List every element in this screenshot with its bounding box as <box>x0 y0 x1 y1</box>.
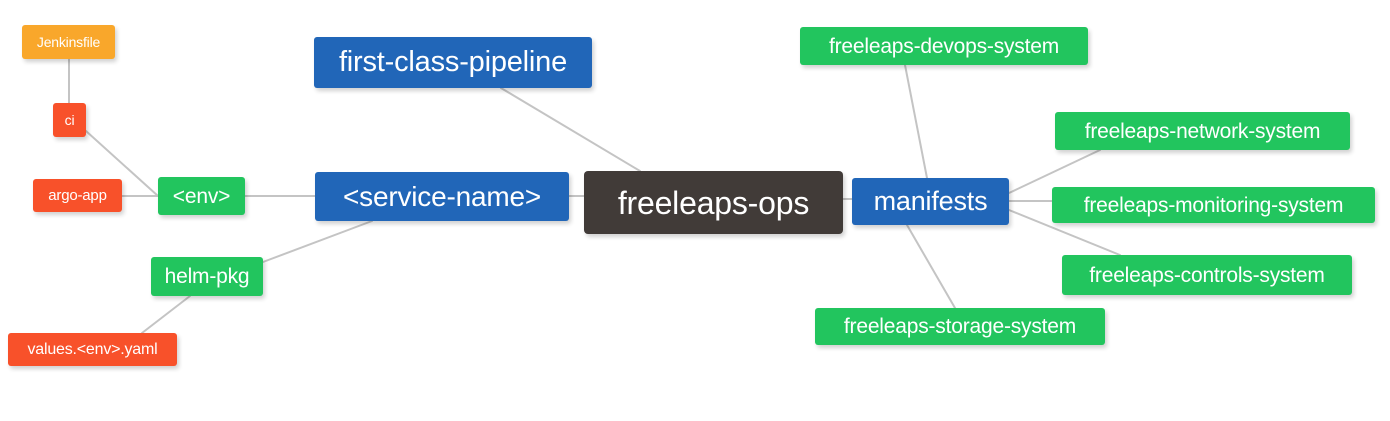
node-freeleaps-storage-system[interactable]: freeleaps-storage-system <box>815 308 1105 345</box>
node-label: freeleaps-network-system <box>1084 119 1321 143</box>
edge-manifests-storage <box>906 224 956 309</box>
node-first-class-pipeline[interactable]: first-class-pipeline <box>314 37 592 88</box>
node-service-name[interactable]: <service-name> <box>315 172 569 221</box>
node-helm-pkg[interactable]: helm-pkg <box>151 257 263 296</box>
node-manifests[interactable]: manifests <box>852 178 1009 225</box>
node-ci[interactable]: ci <box>53 103 86 137</box>
node-label: freeleaps-storage-system <box>843 315 1077 338</box>
node-label: <env> <box>172 184 231 208</box>
node-freeleaps-devops-system[interactable]: freeleaps-devops-system <box>800 27 1088 65</box>
node-env[interactable]: <env> <box>158 177 245 215</box>
node-label: freeleaps-controls-system <box>1089 263 1325 287</box>
node-freeleaps-ops[interactable]: freeleaps-ops <box>584 171 843 234</box>
node-label: Jenkinsfile <box>36 34 101 50</box>
edge-valuesyaml-helmpkg <box>141 295 191 334</box>
node-label: first-class-pipeline <box>338 46 568 78</box>
node-label: freeleaps-devops-system <box>829 34 1059 58</box>
node-label: values.<env>.yaml <box>27 340 158 358</box>
node-label: argo-app <box>48 187 107 204</box>
node-freeleaps-monitoring-system[interactable]: freeleaps-monitoring-system <box>1052 187 1375 223</box>
edge-helmpkg-servicename <box>262 220 373 263</box>
node-freeleaps-controls-system[interactable]: freeleaps-controls-system <box>1062 255 1352 295</box>
node-label: freeleaps-monitoring-system <box>1083 193 1344 217</box>
node-argo-app[interactable]: argo-app <box>33 179 122 212</box>
node-values-yaml[interactable]: values.<env>.yaml <box>8 333 177 366</box>
node-jenkinsfile[interactable]: Jenkinsfile <box>22 25 115 59</box>
node-freeleaps-network-system[interactable]: freeleaps-network-system <box>1055 112 1350 150</box>
node-label: helm-pkg <box>164 265 250 288</box>
node-label: freeleaps-ops <box>617 184 810 221</box>
node-label: <service-name> <box>343 180 541 212</box>
edge-firstclass-ops <box>500 87 641 172</box>
edge-manifests-devops <box>904 64 928 179</box>
node-label: ci <box>64 112 75 128</box>
node-label: manifests <box>873 186 988 216</box>
